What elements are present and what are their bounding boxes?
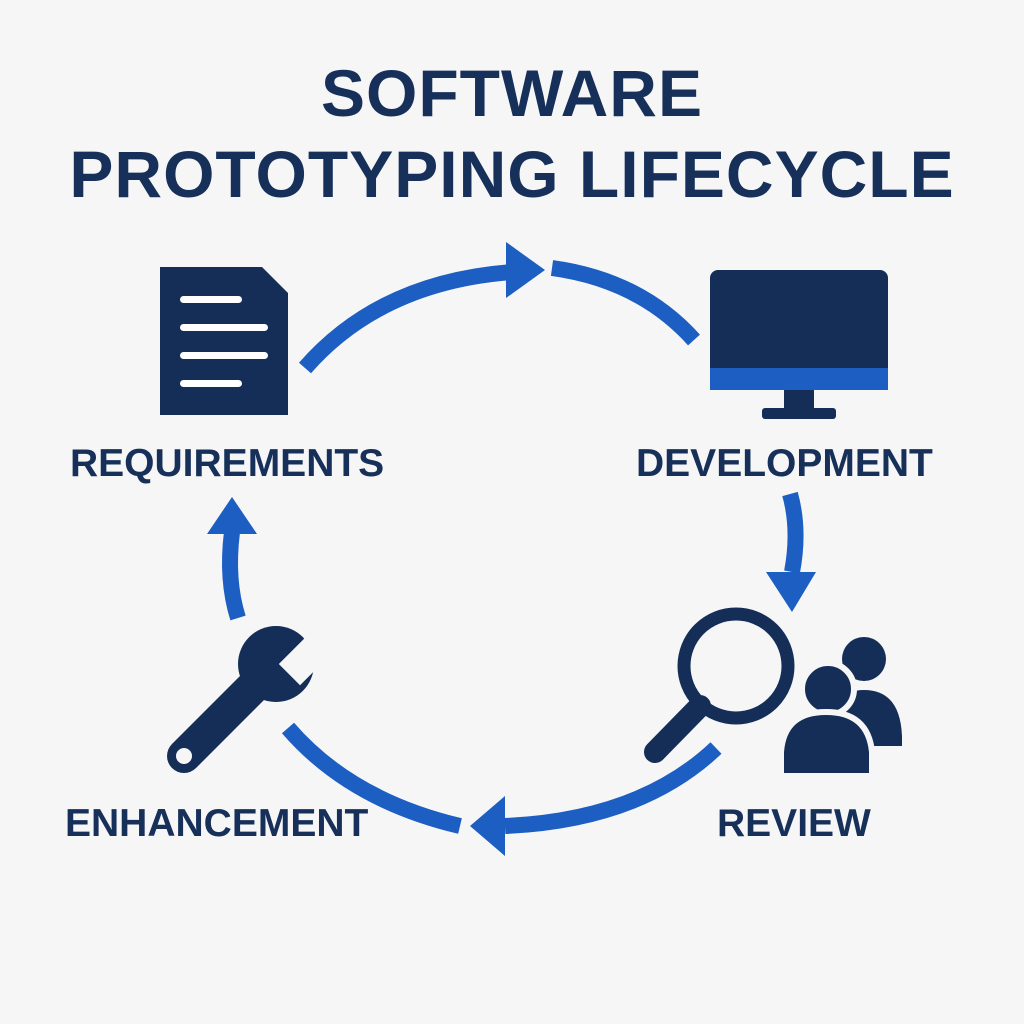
monitor-icon — [710, 270, 888, 419]
arrow-review-to-enhancement — [470, 742, 722, 856]
label-development: DEVELOPMENT — [636, 442, 933, 485]
arrow-arc-bottom-left — [281, 722, 462, 834]
arrow-enhancement-to-requirements — [207, 497, 257, 621]
arrow-requirements-to-development — [298, 242, 545, 374]
arrow-arc-top-right — [550, 260, 700, 346]
title-line-2: PROTOTYPING LIFECYCLE — [69, 137, 955, 211]
wrench-icon — [167, 626, 332, 773]
magnifier-people-icon — [644, 607, 902, 779]
label-enhancement: ENHANCEMENT — [65, 802, 369, 845]
arrow-development-to-review — [766, 491, 816, 612]
title-line-1: SOFTWARE — [321, 56, 703, 130]
label-requirements: REQUIREMENTS — [70, 442, 385, 485]
document-icon — [160, 267, 288, 415]
label-review: REVIEW — [717, 802, 871, 845]
